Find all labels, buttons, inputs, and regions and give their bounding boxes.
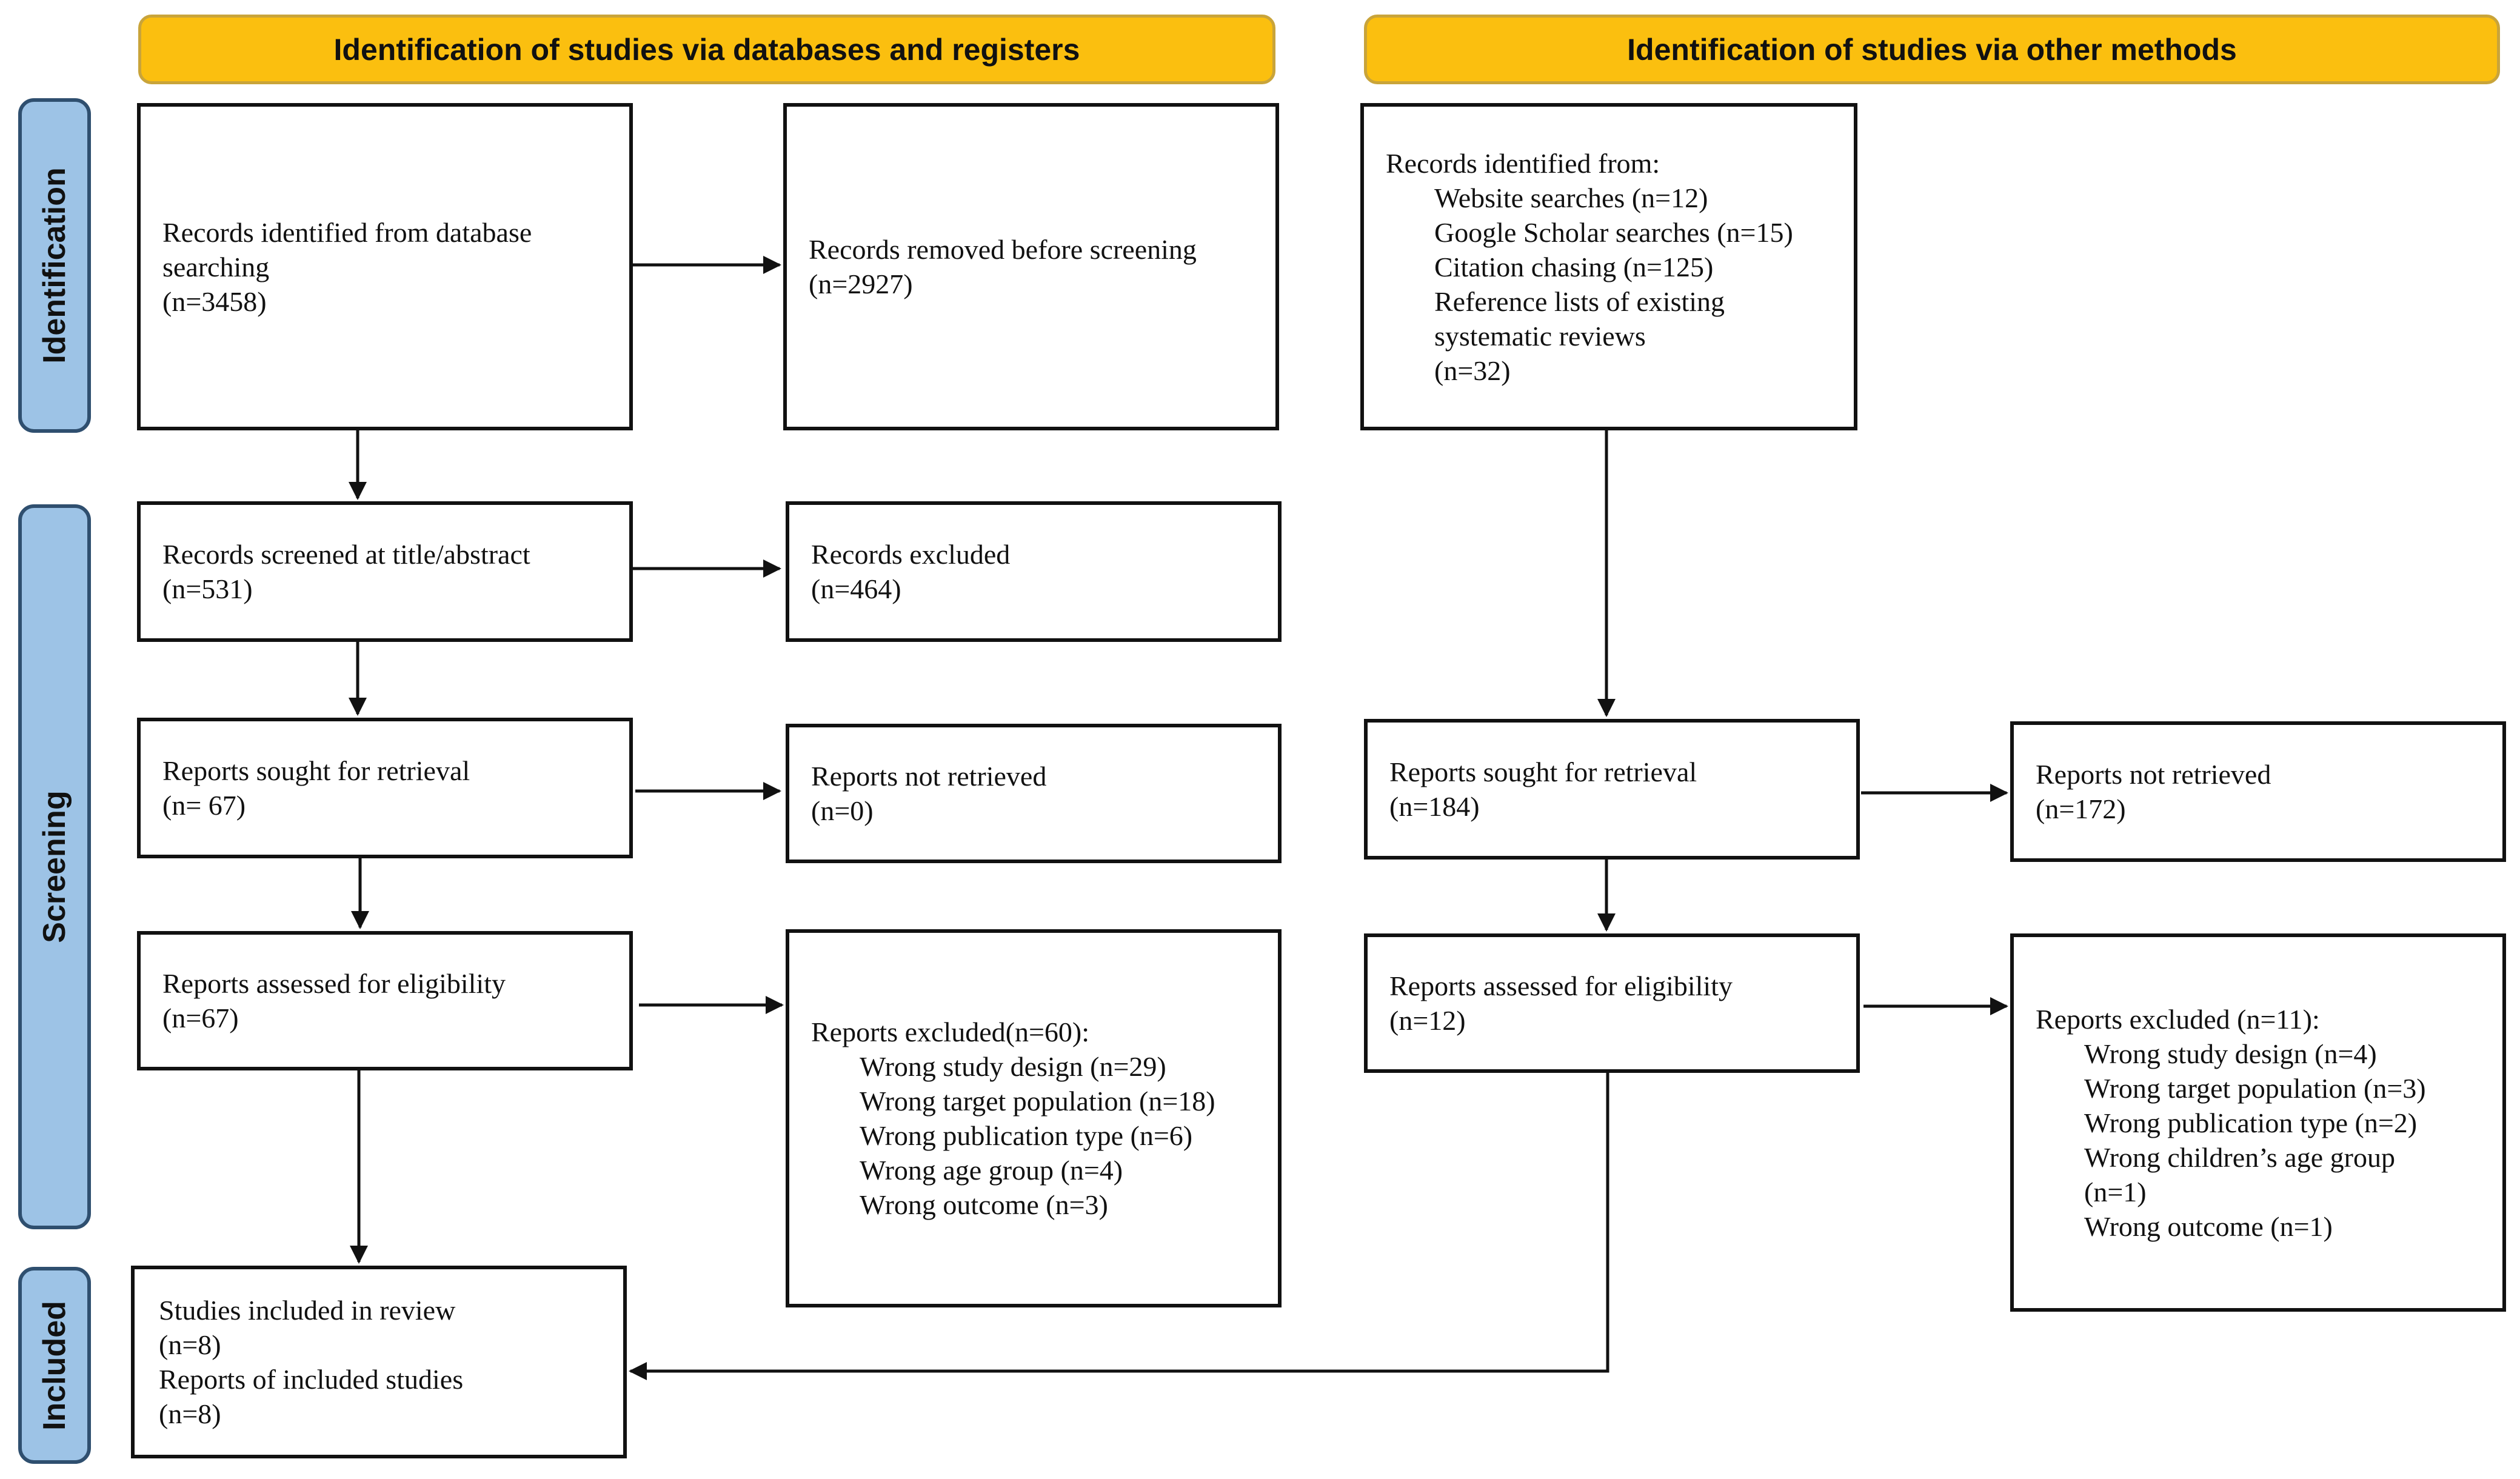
text-line: Records identified from: [1386,147,1660,179]
text-line: Reports assessed for eligibility [1389,970,1733,1001]
box-reports-assessed-databases: Reports assessed for eligibility (n=67) [137,931,633,1070]
text-count: (n=464) [811,573,901,604]
text-line: Studies included in review [159,1295,456,1326]
exclusion-reason: Wrong target population (n=3) [2084,1072,2426,1104]
exclusion-reason: Wrong publication type (n=6) [860,1120,1193,1151]
exclusion-reason: Wrong publication type (n=2) [2084,1107,2418,1138]
text-line: Reports of included studies [159,1364,464,1395]
source-item: (n=32) [1434,355,1511,386]
stage-screening: Screening [18,504,91,1229]
text-count: (n=8) [159,1329,221,1360]
box-reports-sought-databases: Reports sought for retrieval (n= 67) [137,718,633,858]
text-line: Reports not retrieved [2036,759,2271,790]
text-line: Reports not retrieved [811,761,1047,792]
exclusion-reason: (n=1) [2084,1176,2147,1207]
text-count: (n= 67) [162,790,246,821]
arrow-other-assessed-to-included [629,1073,1609,1380]
header-databases-text: Identification of studies via databases … [333,32,1080,67]
box-reports-excluded-other: Reports excluded (n=11): Wrong study des… [2010,933,2506,1312]
exclusion-reason: Wrong study design (n=29) [860,1051,1166,1082]
box-reports-excluded-databases: Reports excluded(n=60): Wrong study desi… [786,929,1282,1307]
box-reports-assessed-other: Reports assessed for eligibility (n=12) [1364,933,1860,1073]
stage-identification: Identification [18,98,91,433]
box-reports-not-retrieved-other: Reports not retrieved (n=172) [2010,721,2506,862]
source-item: Google Scholar searches (n=15) [1434,216,1793,248]
stage-included: Included [18,1267,91,1464]
text-count: (n=8) [159,1398,221,1429]
box-records-excluded: Records excluded (n=464) [786,501,1282,642]
source-item: Website searches (n=12) [1434,182,1708,213]
text-line: Reports sought for retrieval [162,755,470,786]
exclusion-reason: Wrong age group (n=4) [860,1155,1123,1186]
source-item: Citation chasing (n=125) [1434,251,1714,282]
source-item: systematic reviews [1434,320,1646,352]
box-records-identified-database: Records identified from database searchi… [137,103,633,430]
header-databases-registers: Identification of studies via databases … [138,15,1275,84]
text-count: (n=184) [1389,791,1480,822]
text-line: Records removed before screening [809,234,1197,265]
text-count: (n=12) [1389,1005,1466,1036]
exclusion-reason: Wrong outcome (n=1) [2084,1210,2333,1242]
text-count: (n=3458) [162,285,267,317]
text-line: Reports excluded (n=11): [2036,1003,2320,1035]
text-line: Records excluded [811,539,1011,570]
exclusion-reason: Wrong study design (n=4) [2084,1038,2377,1069]
text-line: searching [162,251,270,282]
text-count: (n=172) [2036,793,2126,824]
box-studies-included: Studies included in review (n=8) Reports… [131,1266,627,1458]
header-other-methods: Identification of studies via other meth… [1364,15,2500,84]
box-records-identified-other: Records identified from: Website searche… [1360,103,1857,430]
text-count: (n=531) [162,573,253,604]
box-records-removed: Records removed before screening (n=2927… [783,103,1279,430]
exclusion-reason: Wrong children’s age group [2084,1141,2395,1173]
exclusion-reason: Wrong outcome (n=3) [860,1189,1108,1220]
source-item: Reference lists of existing [1434,285,1725,317]
text-line: Records identified from database [162,216,532,248]
text-count: (n=0) [811,795,874,826]
exclusion-reason: Wrong target population (n=18) [860,1086,1215,1117]
header-other-text: Identification of studies via other meth… [1627,32,2237,67]
box-reports-not-retrieved-databases: Reports not retrieved (n=0) [786,724,1282,863]
text-line: Reports sought for retrieval [1389,756,1697,787]
text-line: Reports excluded(n=60): [811,1017,1089,1047]
text-line: Reports assessed for eligibility [162,968,506,999]
box-records-screened: Records screened at title/abstract (n=53… [137,501,633,642]
text-count: (n=2927) [809,269,913,299]
text-line: Records screened at title/abstract [162,539,530,570]
text-count: (n=67) [162,1003,239,1033]
box-reports-sought-other: Reports sought for retrieval (n=184) [1364,719,1860,860]
